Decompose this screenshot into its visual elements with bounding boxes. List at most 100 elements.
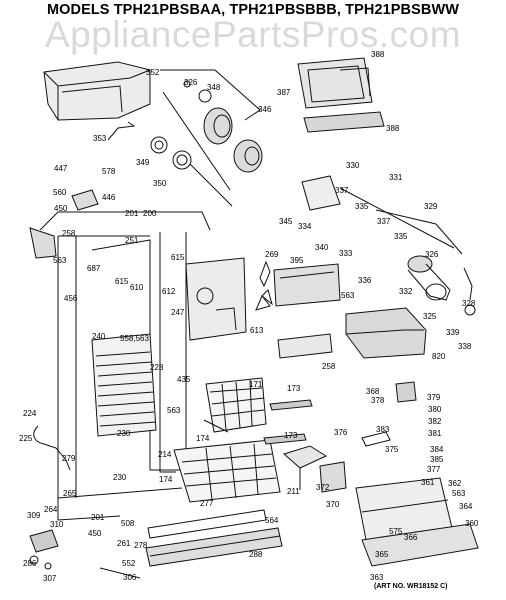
icemaker-drawing (301, 175, 476, 316)
part-label: 306 (123, 573, 137, 582)
part-label: 258 (62, 229, 76, 238)
grille-258-drawing (277, 333, 333, 359)
part-label: 563 (167, 406, 181, 415)
part-label: 552 (122, 559, 136, 568)
part-label: 174 (196, 434, 210, 443)
part-label: 361 (421, 478, 435, 487)
drain-hose-drawing (29, 189, 99, 471)
part-label: 379 (427, 393, 441, 402)
part-label: 288 (249, 550, 263, 559)
auger-drawing (160, 69, 263, 191)
part-label: 377 (427, 465, 441, 474)
part-label: 366 (404, 533, 418, 542)
part-label: 279 (62, 454, 76, 463)
part-label: 335 (394, 232, 408, 241)
part-label: 225 (19, 434, 33, 443)
door-panel-drawing (297, 57, 385, 133)
part-label: 613 (250, 326, 264, 335)
part-label: 230 (117, 429, 131, 438)
art-number: (ART NO. WR18152 C) (374, 583, 448, 590)
part-label: 174 (159, 475, 173, 484)
part-label: 334 (298, 222, 312, 231)
part-label: 380 (428, 405, 442, 414)
part-label: 563 (53, 256, 67, 265)
part-drawings (29, 57, 479, 579)
part-label: 376 (334, 428, 348, 437)
part-label: 820 (432, 352, 446, 361)
part-label: 345 (279, 217, 293, 226)
freezer-basket-drawing (173, 377, 281, 503)
part-label: 370 (326, 500, 340, 509)
evaporator-coil-drawing (91, 333, 157, 437)
dispenser-parts-drawing (282, 381, 479, 567)
part-label: 563 (452, 489, 466, 498)
part-label: 388 (371, 50, 385, 59)
part-label: 201 (91, 513, 105, 522)
part-label: 575 (389, 527, 403, 536)
part-label: 610 (130, 283, 144, 292)
part-label: 615 (171, 253, 185, 262)
page-title: MODELS TPH21PBSBAA, TPH21PBSBBB, TPH21PB… (46, 2, 460, 18)
part-label: 375 (385, 445, 399, 454)
part-label: 612 (162, 287, 176, 296)
part-label: 240 (92, 332, 106, 341)
part-label: 353 (93, 134, 107, 143)
part-label: 332 (399, 287, 413, 296)
part-label: 450 (54, 204, 68, 213)
icemaker-cover-drawing (345, 307, 427, 359)
part-label: 286 (23, 559, 37, 568)
shelf-slides-drawing (203, 399, 313, 445)
part-label: 338 (458, 342, 472, 351)
part-label: 331 (389, 173, 403, 182)
part-label: 309 (27, 511, 41, 520)
part-label: 173 (287, 384, 301, 393)
part-label: 328 (462, 299, 476, 308)
part-number-labels: 352 326 348 388 387 388 346 353 578 349 … (19, 50, 479, 583)
part-label: 615 (115, 277, 129, 286)
part-label: 330 (346, 161, 360, 170)
fan-blade-drawing (255, 260, 273, 311)
part-label: 362 (448, 479, 462, 488)
part-label: 333 (339, 249, 353, 258)
part-label: 277 (200, 499, 214, 508)
part-label: 228 (150, 363, 164, 372)
part-label: 450 (88, 529, 102, 538)
part-label: 382 (428, 417, 442, 426)
part-label: 325 (423, 312, 437, 321)
part-label: 350 (153, 179, 167, 188)
ice-bucket-drawing (43, 61, 151, 141)
part-label: 173 (284, 431, 298, 440)
part-label: 564 (265, 516, 279, 525)
control-housing-drawing (273, 263, 341, 307)
part-label: 578 (102, 167, 116, 176)
part-label: 307 (43, 574, 57, 583)
roller-hardware-drawing (29, 529, 141, 579)
part-label: 363 (370, 573, 384, 582)
part-label: 508 (121, 519, 135, 528)
part-label: 456 (64, 294, 78, 303)
part-label: 265 (63, 489, 77, 498)
part-label: 383 (376, 425, 390, 434)
part-label: 378 (371, 396, 385, 405)
part-label: 563 (341, 291, 355, 300)
part-label: 560 (53, 188, 67, 197)
part-label: 446 (102, 193, 116, 202)
part-label: 381 (428, 429, 442, 438)
part-label: 171 (249, 380, 263, 389)
part-label: 329 (424, 202, 438, 211)
part-label: 337 (335, 186, 349, 195)
part-label: 388 (386, 124, 400, 133)
part-label: 372 (316, 483, 330, 492)
part-label: 349 (136, 158, 150, 167)
part-label: 335 (355, 202, 369, 211)
part-label: 230 (113, 473, 127, 482)
part-label: 336 (358, 276, 372, 285)
evaporator-cover-drawing (185, 257, 247, 341)
part-label: 395 (290, 256, 304, 265)
part-label: 258 (322, 362, 336, 371)
gear-parts-drawing (150, 80, 233, 207)
part-label: 447 (54, 164, 68, 173)
part-label: 385 (430, 455, 444, 464)
part-label: 558,563 (120, 334, 149, 343)
